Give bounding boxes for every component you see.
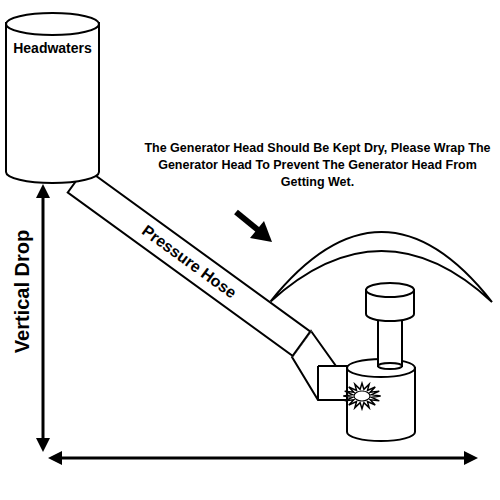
shaft-base <box>378 363 402 369</box>
warning-note: The Generator Head Should Be Kept Dry, P… <box>140 140 495 191</box>
node-text: Pressure Hose <box>138 222 239 302</box>
rain-cover <box>270 232 492 302</box>
axis-label: Vertical Drop <box>9 192 36 392</box>
arrowhead <box>36 438 50 452</box>
pointer-arrow-shaft <box>236 212 258 230</box>
elbow-seam <box>318 365 336 367</box>
headwaters-tank: Headwaters <box>5 12 100 184</box>
generator <box>347 283 415 441</box>
water-jet-burst <box>343 383 380 409</box>
cylinder-outline <box>5 12 100 184</box>
vertical-axis <box>42 196 45 440</box>
arrowhead <box>48 451 62 465</box>
cylinder-body <box>6 23 99 183</box>
node-text: Headwaters <box>13 40 92 56</box>
generator-shaft <box>378 318 402 366</box>
pointer-arrow-head <box>250 221 272 242</box>
water-jet-core <box>354 391 370 401</box>
water-jet <box>343 383 380 409</box>
horizontal-axis <box>58 457 468 460</box>
elbow-seam <box>317 366 319 400</box>
arrowhead <box>36 184 50 198</box>
pressure-hose: Pressure Hose <box>66 167 311 357</box>
cylinder-top <box>6 13 99 35</box>
generator-head-top <box>366 283 414 297</box>
arrowhead <box>464 451 478 465</box>
